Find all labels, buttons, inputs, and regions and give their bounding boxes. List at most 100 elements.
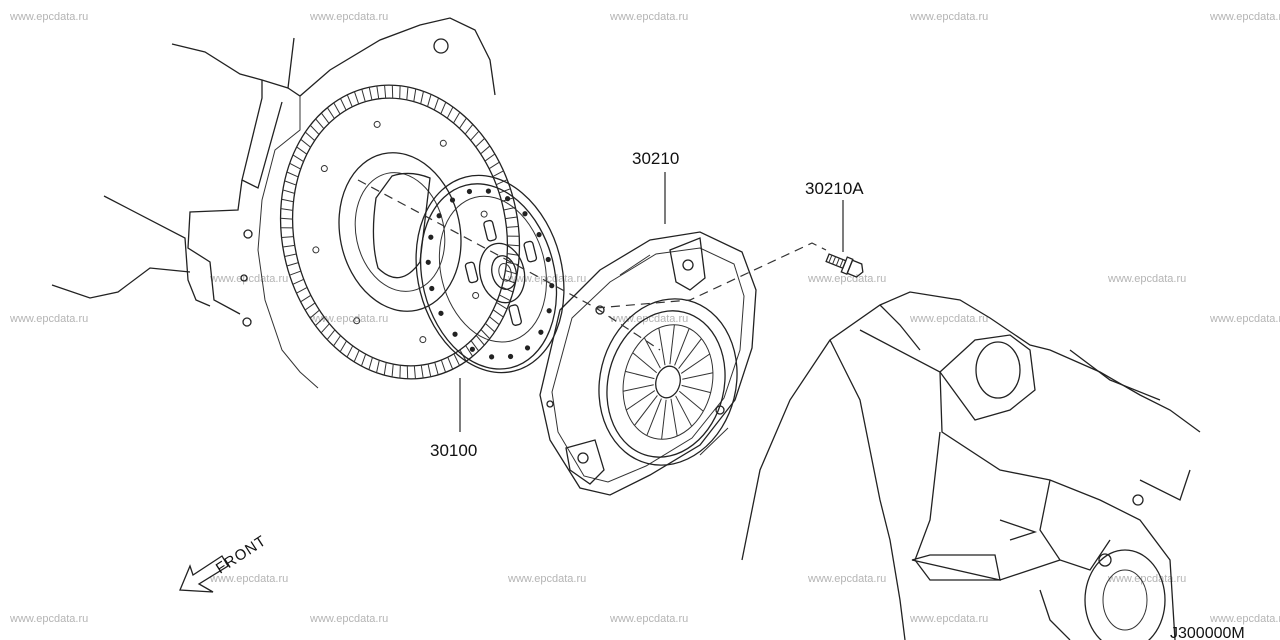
spring-finger	[678, 390, 704, 412]
ring-gear-tooth	[440, 102, 447, 115]
callout-clutch-cover-bolt[interactable]: 30210A	[805, 179, 864, 198]
watermark-text: www.epcdata.ru	[507, 573, 586, 585]
watermark-text: www.epcdata.ru	[609, 613, 688, 625]
ring-gear-tooth	[296, 146, 308, 155]
ring-gear-tooth	[280, 208, 293, 211]
ring-gear-tooth	[281, 236, 294, 238]
ring-gear-tooth	[499, 294, 511, 302]
disc-rivet	[436, 213, 442, 219]
flywheel-bolt-hole	[419, 336, 427, 344]
diaphragm-spring-fingers	[622, 324, 714, 440]
ring-gear-tooth	[506, 261, 519, 266]
flywheel-bolt-hole	[353, 317, 361, 325]
ring-gear-tooth	[296, 286, 308, 294]
ring-gear-tooth	[368, 87, 373, 101]
spring-finger	[681, 384, 711, 394]
spring-finger	[661, 399, 667, 440]
front-label: FRONT	[213, 532, 270, 577]
ring-gear-tooth	[289, 270, 302, 276]
disc-rivet	[466, 188, 473, 195]
ring-gear-tooth	[280, 227, 293, 229]
callout-clutch-cover[interactable]: 30210	[632, 149, 679, 168]
ring-gear-tooth	[505, 216, 518, 220]
watermark-text: www.epcdata.ru	[209, 573, 288, 585]
ring-gear-tooth	[420, 365, 424, 379]
flywheel-bolt-hole	[320, 165, 328, 173]
disc-rivet	[438, 310, 444, 316]
ring-gear-tooth	[353, 91, 360, 105]
ring-gear-tooth	[339, 340, 347, 353]
flywheel-ring-gear	[280, 85, 520, 379]
watermark-text: www.epcdata.ru	[609, 11, 688, 23]
clutch-disc-rivets	[425, 188, 555, 360]
ring-gear-tooth	[361, 88, 366, 102]
watermark-text: www.epcdata.ru	[807, 573, 886, 585]
ring-gear-tooth	[496, 302, 508, 310]
ring-gear-tooth	[383, 362, 387, 376]
ring-gear-tooth	[305, 131, 315, 142]
watermark-text: www.epcdata.ru	[309, 613, 388, 625]
ring-gear-tooth	[447, 357, 454, 370]
ring-gear-tooth	[326, 329, 336, 340]
ring-gear-tooth	[489, 316, 500, 326]
disc-rivet	[452, 331, 458, 337]
ring-gear-tooth	[434, 362, 439, 376]
ring-gear-tooth	[484, 153, 496, 162]
ring-gear-tooth	[339, 98, 347, 111]
ring-gear-tooth	[376, 360, 380, 373]
ring-gear-tooth	[384, 85, 387, 99]
watermark-text: www.epcdata.ru	[309, 313, 388, 325]
ring-gear-tooth	[475, 335, 485, 346]
ring-gear-tooth	[326, 107, 335, 119]
ring-gear-tooth	[446, 106, 454, 119]
disc-rivet	[546, 308, 552, 314]
disc-rivet	[505, 196, 511, 202]
spring-finger	[675, 395, 693, 427]
watermark-text: www.epcdata.ru	[1107, 573, 1186, 585]
ring-gear-tooth	[286, 171, 299, 178]
ring-gear-tooth	[480, 329, 491, 340]
spring-finger	[658, 327, 666, 366]
watermark-text: www.epcdata.ru	[807, 273, 886, 285]
watermark-text: www.epcdata.ru	[1107, 273, 1186, 285]
spring-finger	[682, 372, 714, 380]
ring-gear-tooth	[406, 365, 409, 379]
ring-gear-tooth	[459, 117, 467, 129]
flywheel-bolt-hole	[439, 139, 447, 147]
ring-gear-tooth	[309, 309, 320, 319]
flywheel-hub	[372, 172, 431, 279]
ring-gear-tooth	[376, 85, 380, 99]
diagram-code: J300000M	[1170, 625, 1245, 640]
watermark-text: www.epcdata.ru	[1209, 313, 1280, 325]
disc-rivet	[485, 188, 492, 194]
watermark-text: www.epcdata.ru	[609, 313, 688, 325]
disc-rivet	[524, 345, 531, 351]
ring-gear-tooth	[492, 309, 504, 318]
clutch-disc-icon	[415, 174, 565, 374]
spring-finger	[632, 352, 658, 374]
ring-gear-tooth	[284, 253, 297, 258]
ring-gear-tooth	[399, 85, 401, 99]
disc-rivet	[469, 346, 475, 352]
watermark-text: www.epcdata.ru	[9, 313, 88, 325]
ring-gear-tooth	[284, 180, 297, 186]
ring-gear-tooth	[470, 340, 480, 352]
disc-rivet	[425, 259, 431, 265]
ring-gear-tooth	[453, 353, 461, 366]
watermark-layer: www.epcdata.ru www.epcdata.ru www.epcdata.…	[9, 11, 1280, 625]
ring-gear-tooth	[320, 112, 330, 124]
ring-gear-tooth	[464, 124, 474, 135]
ring-gear-tooth	[368, 357, 373, 370]
ring-gear-tooth	[309, 124, 320, 135]
ring-gear-tooth	[507, 244, 520, 247]
ring-gear-tooth	[282, 244, 295, 248]
watermark-text: www.epcdata.ru	[909, 613, 988, 625]
ring-gear-tooth	[320, 323, 330, 334]
callout-clutch-disc[interactable]: 30100	[430, 441, 477, 460]
ring-gear-tooth	[315, 118, 325, 129]
spring-finger	[634, 395, 658, 426]
ring-gear-tooth	[292, 278, 304, 285]
ring-gear-tooth	[488, 161, 500, 170]
ring-gear-tooth	[333, 102, 341, 115]
ring-gear-tooth	[413, 88, 417, 102]
